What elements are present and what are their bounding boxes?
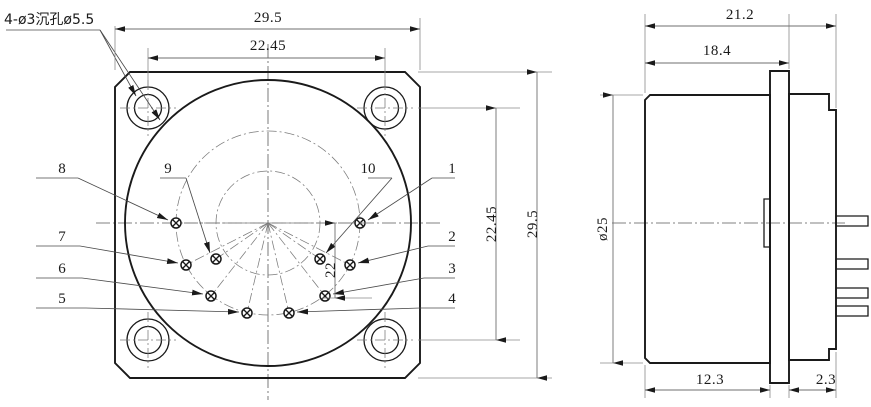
front-view-centerlines [96,44,440,400]
mounting-hole-bottom-right [357,312,413,368]
side-terminal-pins [835,215,869,317]
side-body-outline [644,94,771,364]
pin-contact-7 [180,259,192,271]
body-outline [114,71,421,379]
callout-leaders [6,29,455,315]
callout-8: 8 [58,161,66,177]
dim-pin-circle: 22 [323,262,339,278]
dim-hole-pitch-horizontal: 22.45 [250,38,286,54]
callout-1: 1 [448,161,456,177]
dim-body-length: 18.4 [703,43,731,59]
callout-9: 9 [164,161,172,177]
dim-flange-thickness: 2.3 [816,372,836,388]
pin-contact-8 [170,217,182,229]
front-dimension-lines [114,18,552,381]
side-view: 21.2 18.4 ø25 12.3 2.3 [595,7,869,398]
mounting-hole-bottom-left [120,312,176,368]
mounting-hole-top-right [357,80,413,136]
side-dimension-lines [600,14,837,398]
side-body-step-lower [763,223,770,248]
callout-4: 4 [448,291,456,307]
pin-contact-10 [314,253,326,265]
front-view: 29.5 22.45 22.45 29.5 22 4-ø3沉孔ø5.5 8 7 … [4,10,552,400]
side-flange-outline [769,70,790,384]
pin-pitch-circle-inner [215,170,321,276]
dim-diameter: ø25 [595,217,611,241]
pin-contact-5 [241,307,253,319]
dim-body-depth: 12.3 [696,372,724,388]
side-body-step-upper [763,198,770,223]
side-rear-shell-outline [788,93,837,361]
dim-overall-height: 29.5 [525,210,541,238]
dim-hole-pitch-vertical: 22.45 [484,206,500,242]
callout-5: 5 [58,291,66,307]
callout-2: 2 [448,229,456,245]
pin-contact-2 [344,259,356,271]
callout-10: 10 [361,161,376,177]
mounting-hole-top-left [120,80,176,136]
pin-contact-3 [319,290,331,302]
dim-overall-length: 21.2 [726,7,754,23]
callout-7: 7 [58,229,66,245]
callout-3: 3 [448,261,456,277]
dim-overall-width: 29.5 [254,10,282,26]
pin-contact-9 [210,253,222,265]
callout-6: 6 [58,261,66,277]
body-circle [124,79,412,367]
pin-contact-6 [205,290,217,302]
note-counterbore: 4-ø3沉孔ø5.5 [4,12,94,28]
pin-contact-4 [283,307,295,319]
